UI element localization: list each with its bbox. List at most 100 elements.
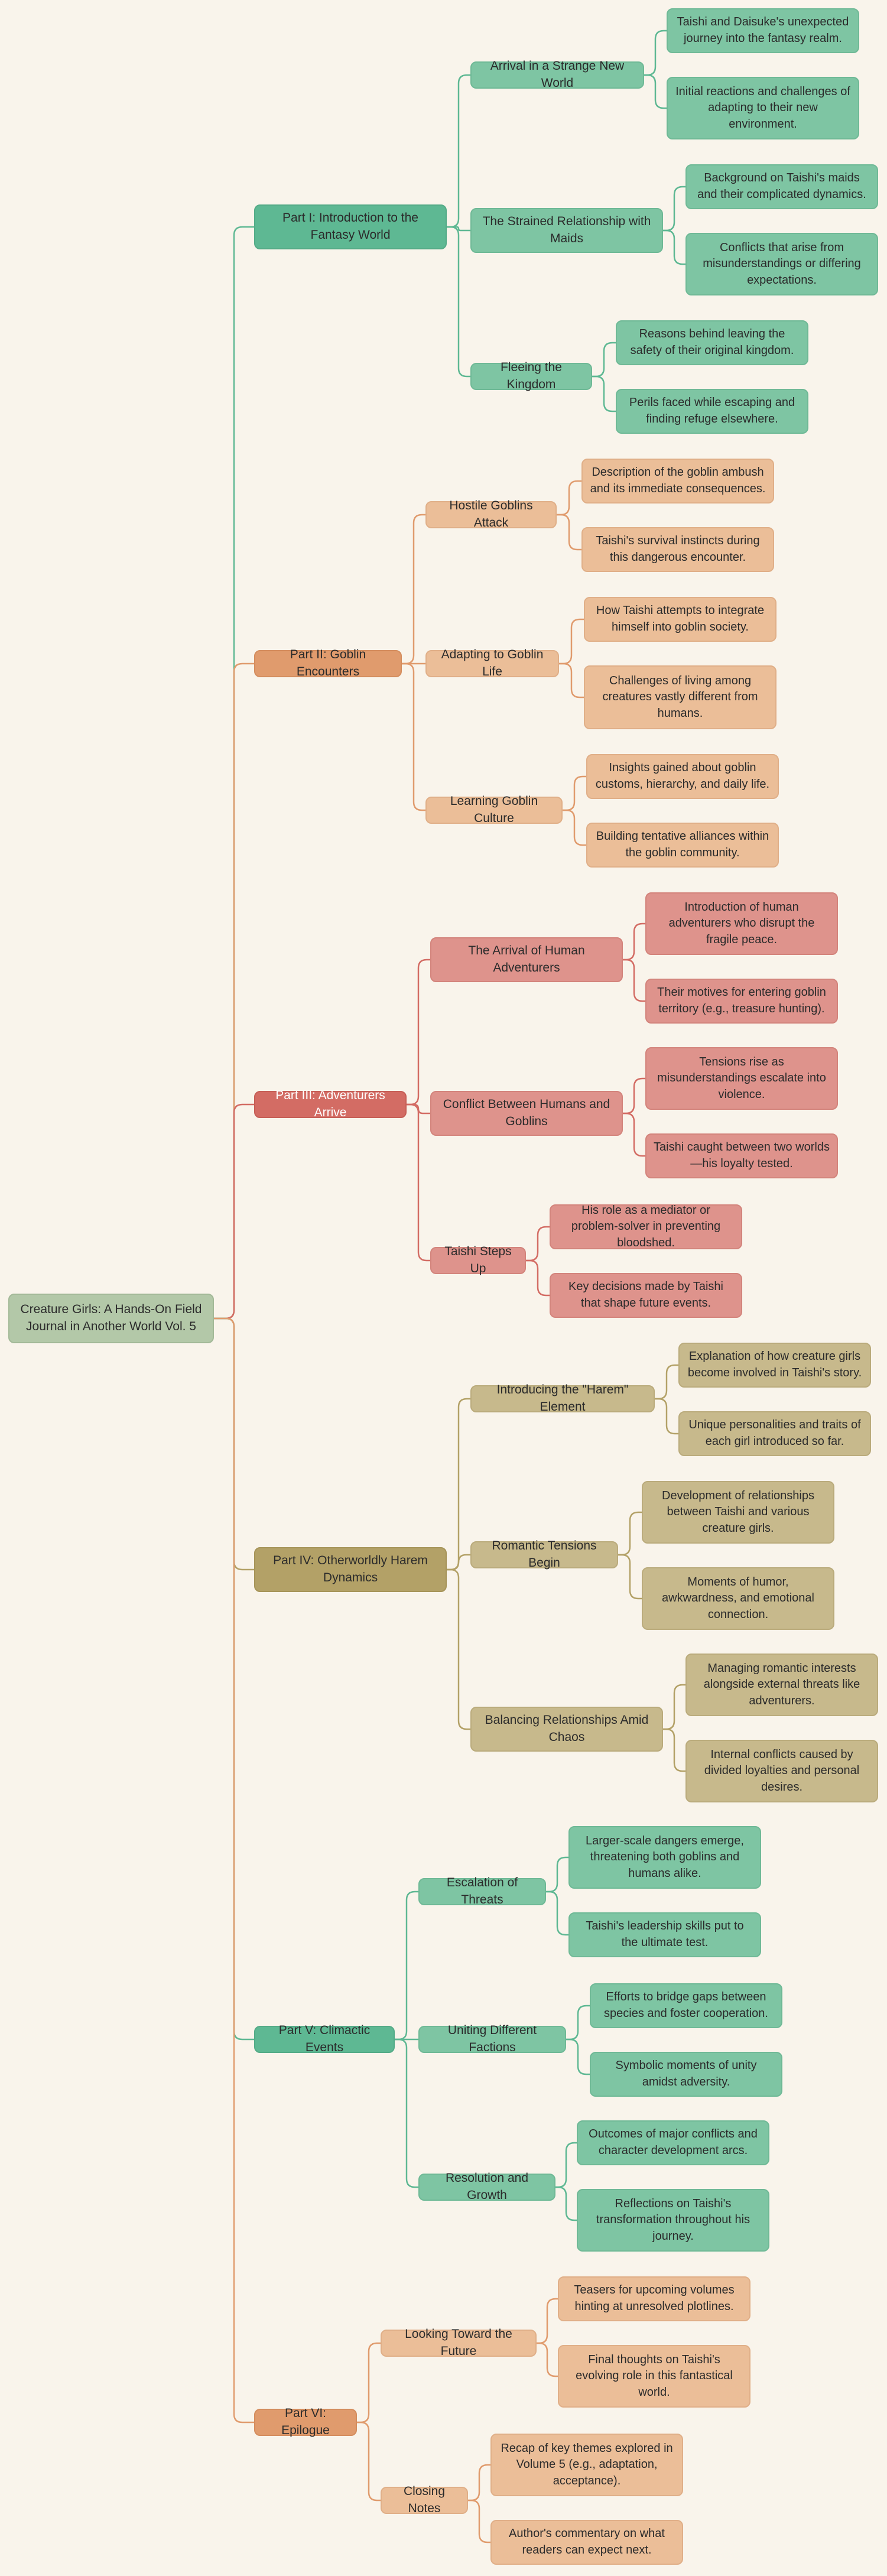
leaf-node[interactable]: Background on Taishi's maids and their c… — [685, 164, 878, 209]
section-to-leaf-connector — [546, 1890, 568, 1936]
section-to-leaf-connector — [468, 2499, 490, 2543]
part-to-section-connector — [447, 226, 470, 378]
section-to-leaf-connector — [592, 375, 616, 412]
section-node[interactable]: Romantic Tensions Begin — [470, 1539, 618, 1570]
leaf-node[interactable]: Explanation of how creature girls become… — [678, 1343, 871, 1388]
leaf-node[interactable]: Symbolic moments of unity amidst adversi… — [590, 2052, 782, 2097]
section-to-leaf-connector — [566, 2038, 590, 2075]
leaf-node[interactable]: Key decisions made by Taishi that shape … — [550, 1273, 742, 1318]
leaf-node[interactable]: Perils faced while escaping and finding … — [616, 389, 808, 434]
root-to-part-connector — [214, 1317, 254, 2424]
section-node[interactable]: Taishi Steps Up — [430, 1245, 526, 1275]
section-to-leaf-connector — [526, 1259, 550, 1297]
leaf-node[interactable]: Initial reactions and challenges of adap… — [667, 77, 859, 139]
leaf-node[interactable]: Insights gained about goblin customs, hi… — [586, 754, 779, 799]
section-to-leaf-connector — [655, 1364, 678, 1400]
leaf-node[interactable]: Reasons behind leaving the safety of the… — [616, 320, 808, 365]
part-to-section-connector — [357, 2342, 381, 2424]
section-node[interactable]: Balancing Relationships Amid Chaos — [470, 1707, 663, 1752]
section-to-leaf-connector — [557, 480, 581, 516]
leaf-node[interactable]: Their motives for entering goblin territ… — [645, 979, 838, 1024]
leaf-node[interactable]: Taishi and Daisuke's unexpected journey … — [667, 8, 859, 53]
leaf-node[interactable]: Building tentative alliances within the … — [586, 823, 779, 868]
leaf-node[interactable]: Taishi's survival instincts during this … — [581, 527, 774, 572]
section-to-leaf-connector — [555, 2186, 577, 2221]
leaf-node[interactable]: Managing romantic interests alongside ex… — [685, 1654, 878, 1716]
part-node-6[interactable]: Part VI: Epilogue — [254, 2406, 357, 2437]
part-to-section-connector — [447, 226, 470, 232]
section-node[interactable]: The Strained Relationship with Maids — [470, 208, 663, 253]
section-node[interactable]: Looking Toward the Future — [381, 2327, 537, 2358]
section-node[interactable]: Introducing the "Harem" Element — [470, 1383, 655, 1414]
section-to-leaf-connector — [559, 618, 584, 665]
leaf-node[interactable]: Internal conflicts caused by divided loy… — [685, 1740, 878, 1802]
part-to-section-connector — [395, 2038, 418, 2188]
leaf-node[interactable]: Reflections on Taishi's transformation t… — [577, 2189, 769, 2252]
section-node[interactable]: Escalation of Threats — [418, 1876, 546, 1906]
section-node[interactable]: Hostile Goblins Attack — [425, 499, 557, 530]
leaf-node[interactable]: Taishi's leadership skills put to the ul… — [568, 1912, 761, 1957]
leaf-node[interactable]: How Taishi attempts to integrate himself… — [584, 597, 776, 642]
section-to-leaf-connector — [546, 1856, 568, 1893]
section-node[interactable]: Closing Notes — [381, 2484, 468, 2515]
leaf-node[interactable]: Larger-scale dangers emerge, threatening… — [568, 1826, 761, 1889]
section-to-leaf-connector — [468, 2464, 490, 2502]
section-to-leaf-connector — [555, 2142, 577, 2188]
root-to-part-connector — [214, 1103, 254, 1320]
section-to-leaf-connector — [644, 30, 667, 76]
leaf-node[interactable]: Unique personalities and traits of each … — [678, 1411, 871, 1456]
part-node-2[interactable]: Part II: Goblin Encounters — [254, 648, 402, 678]
leaf-node[interactable]: Introduction of human adventurers who di… — [645, 892, 838, 955]
leaf-node[interactable]: Taishi caught between two worlds—his loy… — [645, 1133, 838, 1178]
root-node[interactable]: Creature Girls: A Hands-On Field Journal… — [8, 1294, 214, 1343]
part-node-4[interactable]: Part IV: Otherworldly Harem Dynamics — [254, 1547, 447, 1592]
section-to-leaf-connector — [623, 1077, 645, 1115]
section-to-leaf-connector — [566, 2005, 590, 2041]
leaf-node[interactable]: Efforts to bridge gaps between species a… — [590, 1983, 782, 2028]
section-to-leaf-connector — [663, 229, 685, 265]
leaf-node[interactable]: Teasers for upcoming volumes hinting at … — [558, 2276, 750, 2321]
part-node-3[interactable]: Part III: Adventurers Arrive — [254, 1089, 407, 1119]
section-node[interactable]: Arrival in a Strange New World — [470, 59, 644, 90]
section-to-leaf-connector — [623, 959, 645, 1002]
section-node[interactable]: Adapting to Goblin Life — [425, 648, 559, 678]
part-to-section-connector — [402, 662, 425, 811]
part-node-5[interactable]: Part V: Climactic Events — [254, 2023, 395, 2054]
leaf-node[interactable]: Development of relationships between Tai… — [642, 1481, 834, 1544]
section-to-leaf-connector — [663, 186, 685, 232]
section-to-leaf-connector — [644, 74, 667, 109]
section-to-leaf-connector — [537, 2342, 558, 2377]
section-to-leaf-connector — [526, 1226, 550, 1262]
leaf-node[interactable]: Author's commentary on what readers can … — [490, 2520, 683, 2565]
section-node[interactable]: Learning Goblin Culture — [425, 794, 563, 825]
part-to-section-connector — [407, 1103, 430, 1262]
section-to-leaf-connector — [559, 662, 584, 699]
part-to-section-connector — [357, 2421, 381, 2502]
leaf-node[interactable]: Outcomes of major conflicts and characte… — [577, 2120, 769, 2165]
section-to-leaf-connector — [618, 1511, 642, 1556]
leaf-node[interactable]: Recap of key themes explored in Volume 5… — [490, 2434, 683, 2496]
leaf-node[interactable]: Challenges of living among creatures vas… — [584, 665, 776, 729]
leaf-node[interactable]: Tensions rise as misunderstandings escal… — [645, 1047, 838, 1110]
section-node[interactable]: Uniting Different Factions — [418, 2023, 566, 2054]
section-node[interactable]: The Arrival of Human Adventurers — [430, 937, 623, 982]
part-node-1[interactable]: Part I: Introduction to the Fantasy Worl… — [254, 204, 447, 249]
section-to-leaf-connector — [623, 922, 645, 961]
leaf-node[interactable]: Final thoughts on Taishi's evolving role… — [558, 2345, 750, 2408]
section-to-leaf-connector — [537, 2298, 558, 2344]
leaf-node[interactable]: Description of the goblin ambush and its… — [581, 459, 774, 503]
leaf-node[interactable]: His role as a mediator or problem-solver… — [550, 1204, 742, 1249]
section-node[interactable]: Conflict Between Humans and Goblins — [430, 1091, 623, 1136]
section-to-leaf-connector — [655, 1398, 678, 1435]
section-to-leaf-connector — [563, 775, 586, 811]
section-node[interactable]: Resolution and Growth — [418, 2171, 555, 2202]
leaf-node[interactable]: Moments of humor, awkwardness, and emoti… — [642, 1567, 834, 1630]
leaf-node[interactable]: Conflicts that arise from misunderstandi… — [685, 233, 878, 295]
section-to-leaf-connector — [663, 1684, 685, 1730]
section-to-leaf-connector — [663, 1728, 685, 1772]
section-node[interactable]: Fleeing the Kingdom — [470, 360, 592, 391]
section-to-leaf-connector — [623, 1112, 645, 1157]
section-to-leaf-connector — [592, 342, 616, 378]
